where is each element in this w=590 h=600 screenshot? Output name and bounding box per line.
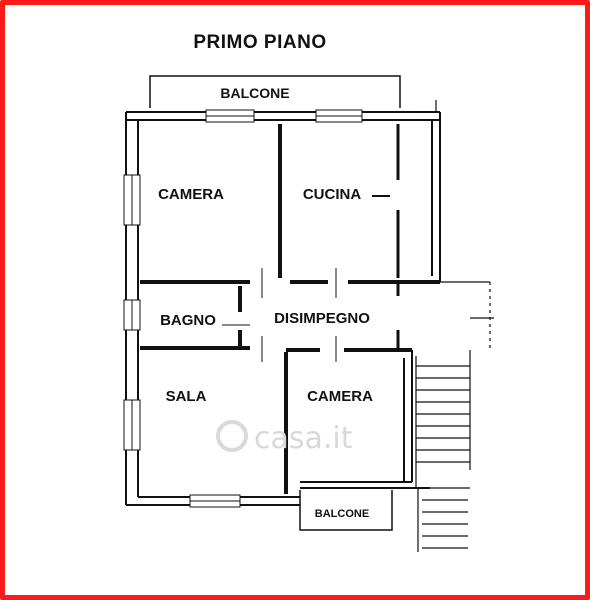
label-disimpegno: DISIMPEGNO [274,310,370,327]
label-sala: SALA [166,388,207,405]
watermark: casa.it [216,420,353,456]
staircase [415,100,494,552]
label-bagno: BAGNO [160,312,216,329]
balcony-bottom [299,490,393,531]
windows [123,109,363,508]
label-balcone-top: BALCONE [220,85,289,101]
watermark-text: casa.it [254,421,353,456]
room-labels: BALCONE CAMERA CUCINA BAGNO DISIMPEGNO S… [158,85,373,520]
label-balcone-bottom: BALCONE [315,508,369,520]
interior-walls [140,124,440,494]
label-cucina: CUCINA [303,186,361,203]
balcony-top [149,75,401,108]
label-camera-bottom: CAMERA [307,388,373,405]
label-camera-top: CAMERA [158,186,224,203]
floor-title: PRIMO PIANO [193,32,327,53]
